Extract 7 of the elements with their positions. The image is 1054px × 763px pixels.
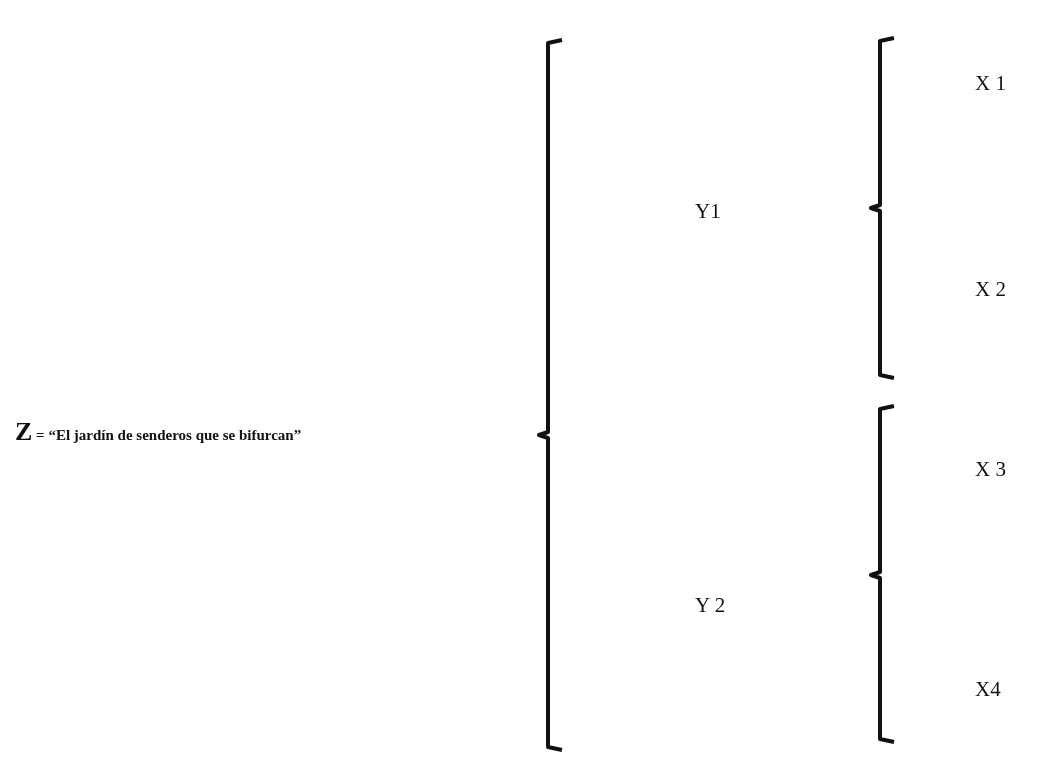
title-text: Z = “El jardín de senderos que se bifurcan” [15,418,302,447]
tree-label: X4 [975,678,1001,702]
tree-label: X 2 [975,278,1006,302]
tree-label: Y 2 [695,594,726,618]
tree-label: X 3 [975,458,1006,482]
tree-label: X 1 [975,72,1006,96]
tree-label: Y1 [695,200,721,224]
